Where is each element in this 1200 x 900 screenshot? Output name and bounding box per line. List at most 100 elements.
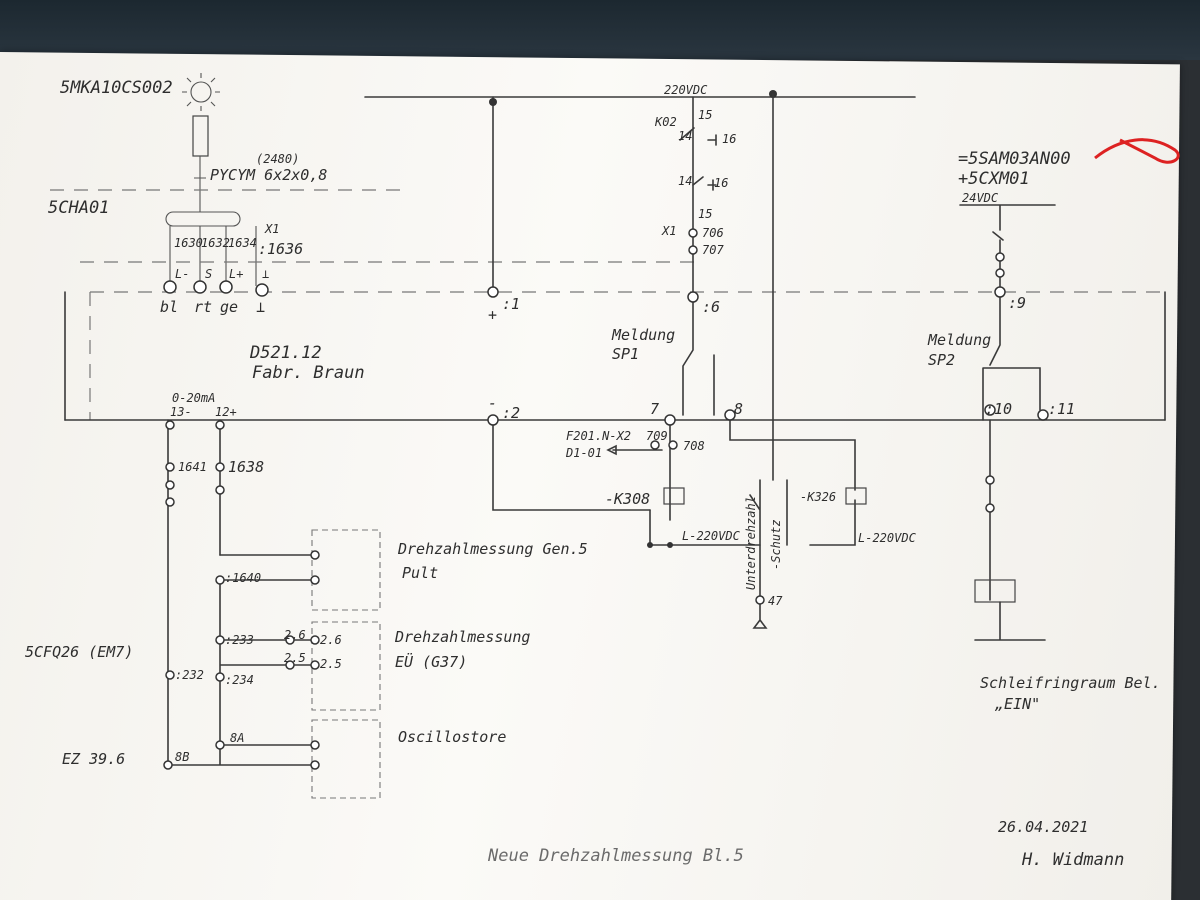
signal-s: S	[205, 267, 213, 281]
pin-14a: 14	[678, 129, 693, 143]
eu-g37-box	[311, 621, 381, 711]
desk-background	[0, 0, 1200, 60]
slip-ring-title: Schleifringraum Bel.	[980, 674, 1161, 692]
output-d101: D1-01	[566, 446, 603, 460]
wire-color-ground: ⊥	[256, 298, 266, 316]
node-7: 7	[650, 400, 660, 418]
terminal-1634: 1634	[228, 236, 257, 250]
pin-16b: 16	[714, 176, 729, 190]
device-pin-13: 13-	[170, 405, 192, 419]
relay-k308-label: -K308	[605, 490, 651, 508]
device-pin-12: 12+	[215, 405, 237, 419]
oscillostore-title: Oscillostore	[398, 728, 507, 746]
device-name: D521.12	[250, 343, 322, 363]
pin-706: 706	[702, 226, 724, 240]
pin-15a: 15	[698, 108, 713, 122]
signal-l-minus: L-	[175, 267, 190, 281]
device-maker: Fabr. Braun	[252, 363, 365, 383]
node-1: :1	[502, 295, 521, 313]
node-10: :10	[985, 400, 1013, 418]
wire-color-red: rt	[194, 298, 213, 316]
node-6: :6	[702, 298, 721, 316]
fuse-f201: F201.N-X2	[566, 429, 632, 443]
cable-number: (2480)	[256, 152, 300, 166]
l-220-b: L-220VDC	[858, 531, 916, 545]
signal-ground: ⊥	[262, 267, 270, 281]
node-plus: +	[488, 306, 498, 324]
pin-15b: 15	[698, 207, 713, 221]
underspeed-label: Unterdrehzahl	[744, 496, 758, 590]
node-2-6b: 2.6	[320, 633, 342, 647]
relay-k02: K02	[655, 115, 677, 129]
relay-k308-coil	[663, 487, 685, 505]
sensor-gear-icon	[182, 73, 220, 111]
l-220-a: L-220VDC	[682, 529, 740, 543]
cable-type: PYCYM 6x2x0,8	[210, 166, 328, 184]
eu-title: Drehzahlmessung	[395, 628, 531, 646]
reference-1: =5SAM03AN00	[958, 149, 1071, 169]
cable-gland	[165, 211, 241, 227]
node-8a: 8A	[230, 731, 245, 745]
pin-16a: 16	[722, 132, 737, 146]
pin-709: 709	[646, 429, 668, 443]
signal-sp1-id: SP1	[612, 345, 640, 363]
node-2: :2	[502, 404, 521, 422]
sensor-box	[192, 115, 209, 157]
pin-708: 708	[683, 439, 705, 453]
signal-sp1-title: Meldung	[612, 326, 676, 344]
junction-dots	[647, 542, 673, 548]
node-1640: :1640	[225, 571, 262, 585]
node-minus: -	[488, 394, 498, 412]
node-9: :9	[1008, 294, 1027, 312]
protection-label: -Schutz	[769, 519, 783, 570]
wire-color-yellow: ge	[220, 298, 239, 316]
terminal-1636: :1636	[258, 240, 304, 258]
node-8b: 8B	[175, 750, 190, 764]
wire-color-blue: bl	[160, 298, 179, 316]
node-8: 8	[734, 400, 744, 418]
relay-k326-coil	[845, 487, 867, 505]
device-range: 0-20mA	[172, 391, 216, 405]
node-11: :11	[1048, 400, 1076, 418]
drawing-date: 26.04.2021	[998, 818, 1089, 836]
gen5-desk: Pult	[402, 564, 439, 582]
terminal-1630: 1630	[174, 236, 203, 250]
slip-ring-state: „EIN"	[995, 695, 1041, 713]
node-1641: 1641	[178, 460, 207, 474]
gen5-panel-box	[311, 529, 381, 611]
author-signature: H. Widmann	[1022, 850, 1125, 870]
supply-24-label: 24VDC	[962, 191, 999, 205]
sensor-tag: 5MKA10CS002	[60, 78, 173, 98]
terminal-nodes	[163, 228, 1049, 770]
paper-clip-icon	[1094, 138, 1180, 164]
node-2-5a: 2.5	[284, 651, 306, 665]
drawing-title: Neue Drehzahlmessung Bl.5	[488, 846, 744, 866]
cfq-tag: 5CFQ26 (EM7)	[25, 643, 134, 661]
cabinet-tag: 5CHA01	[48, 198, 110, 218]
terminal-x1: X1	[662, 224, 677, 238]
node-233: :233	[225, 633, 254, 647]
slip-ring-lamp-box	[974, 579, 1016, 603]
terminal-1632: 1632	[201, 236, 230, 250]
pin-47: 47	[768, 594, 783, 608]
eu-id: EÜ (G37)	[395, 653, 468, 671]
node-234: :234	[225, 673, 254, 687]
signal-sp2-id: SP2	[928, 351, 956, 369]
gen5-title: Drehzahlmessung Gen.5	[398, 540, 588, 558]
node-2-5b: 2.5	[320, 657, 342, 671]
pin-707: 707	[702, 243, 724, 257]
relay-k326-label: -K326	[800, 490, 837, 504]
terminal-strip-label: X1	[265, 222, 280, 236]
signal-sp2-title: Meldung	[928, 331, 992, 349]
reference-2: +5CXM01	[958, 169, 1030, 189]
node-1638: 1638	[228, 458, 265, 476]
signal-l-plus: L+	[229, 267, 244, 281]
pin-14b: 14	[678, 174, 693, 188]
node-2-6a: 2.6	[284, 628, 306, 642]
oscillostore-box	[311, 719, 381, 799]
ez-tag: EZ 39.6	[62, 750, 126, 768]
supply-220-label: 220VDC	[664, 83, 708, 97]
node-232: :232	[175, 668, 204, 682]
